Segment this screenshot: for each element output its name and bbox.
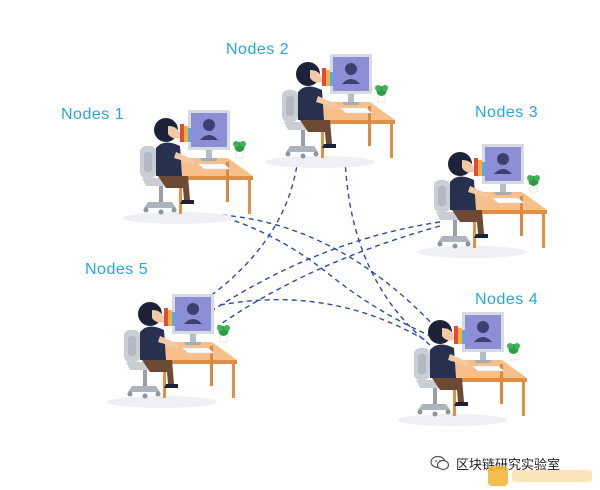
link-1-5 xyxy=(225,217,441,341)
node-1-label: Nodes 1 xyxy=(61,106,125,123)
link-3-5b xyxy=(217,225,441,327)
coin-logo-icon xyxy=(488,466,592,486)
workstation-icon-node-3 xyxy=(416,143,548,259)
node-5-label: Nodes 5 xyxy=(85,261,149,278)
wechat-icon xyxy=(430,455,450,471)
workstation-icon-node-1 xyxy=(122,109,254,225)
link-1-4 xyxy=(221,214,439,331)
network-links xyxy=(204,157,441,346)
link-2-4 xyxy=(344,157,431,346)
node-3-label: Nodes 3 xyxy=(475,104,539,121)
link-5-4 xyxy=(219,298,426,341)
watermark: 区块链研究实验室 xyxy=(430,452,560,474)
workstation-icon-node-5 xyxy=(106,293,238,409)
workstation-icon-node-4 xyxy=(396,311,528,427)
workstation-icon-node-2 xyxy=(264,53,396,169)
link-2-5 xyxy=(204,157,299,301)
link-3-5 xyxy=(209,221,441,313)
node-2-label: Nodes 2 xyxy=(226,41,290,58)
node-4-label: Nodes 4 xyxy=(475,291,539,308)
watermark-text: 区块链研究实验室 xyxy=(456,457,561,473)
